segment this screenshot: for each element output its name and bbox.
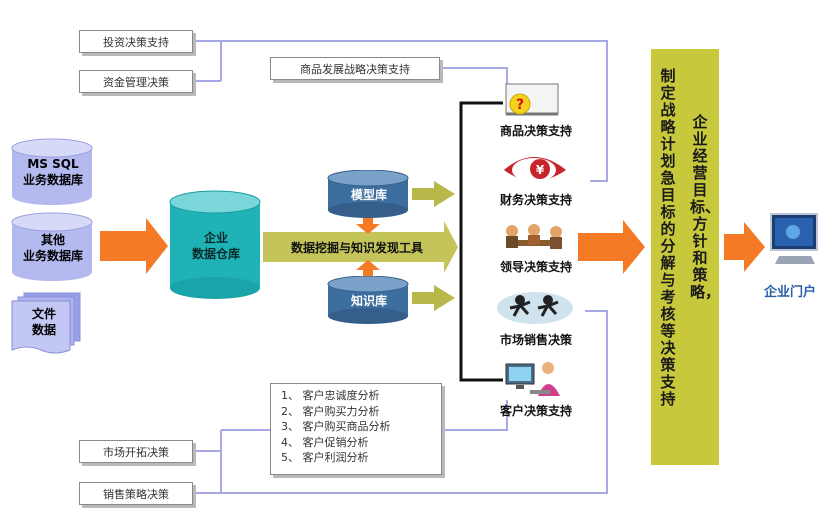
invest-decision-box: 投资决策支持 xyxy=(79,30,193,53)
file-stack-icon xyxy=(11,292,81,354)
decision-label-market-sales: 市场销售决策 xyxy=(499,333,572,347)
arrow-model-to-bracket xyxy=(412,181,455,207)
other-db-label: 其他 业务数据库 xyxy=(22,233,83,263)
portal-label: 企业门户 xyxy=(763,285,816,300)
decision-label-product: 商品决策支持 xyxy=(499,124,572,138)
mssql-db-label: MS SQL 业务数据库 xyxy=(22,157,83,187)
decision-label-leadership: 领导决策支持 xyxy=(499,260,572,274)
mssql-db-cylinder xyxy=(11,138,93,205)
decision-label-finance: 财务决策支持 xyxy=(499,193,572,207)
analysis-item: 3、 客户购买商品分析 xyxy=(281,420,391,433)
decision-bracket xyxy=(459,101,503,382)
model-db-label: 模型库 xyxy=(350,188,387,202)
connector-invest xyxy=(193,40,608,182)
analysis-item: 1、 客户忠诚度分析 xyxy=(281,389,380,402)
connector-market-sales xyxy=(193,310,608,494)
customer-analysis-list: 1、 客户忠诚度分析 2、 客户购买力分析 3、 客户购买商品分析 4、 客户促… xyxy=(270,383,442,475)
svg-text:¥: ¥ xyxy=(536,163,545,177)
knowledge-db-cylinder xyxy=(327,276,409,324)
meeting-people-icon xyxy=(506,224,562,249)
strategy-column-left: 制定战略计划急目标的分解与考核等决策支持 xyxy=(660,67,676,408)
question-board-icon: ? xyxy=(505,83,559,116)
svg-text:?: ? xyxy=(516,97,524,113)
strategy-strip xyxy=(651,49,719,465)
strategy-column-right: 企业经营目标、方针和策略， xyxy=(690,113,721,301)
product-strategy-box: 商品发展战略决策支持 xyxy=(270,57,440,80)
mining-tool-label: 数据挖掘与知识发现工具 xyxy=(290,241,423,255)
computer-user-icon xyxy=(505,362,560,396)
arrow-decisions-to-strategy xyxy=(578,220,645,274)
arrow-model-down xyxy=(356,216,380,234)
analysis-item: 5、 客户利润分析 xyxy=(281,451,369,464)
arrow-knowledge-up xyxy=(356,260,380,279)
analysis-item: 4、 客户促销分析 xyxy=(281,435,369,449)
yen-coin-icon: ¥ xyxy=(504,157,566,182)
connector-product-strategy xyxy=(440,67,508,97)
decision-label-customer: 客户决策支持 xyxy=(499,404,572,418)
model-db-cylinder xyxy=(327,170,409,218)
capital-decision-box: 资金管理决策 xyxy=(79,70,193,93)
sales-strategy-box: 销售策略决策 xyxy=(79,482,193,505)
arrow-knowledge-to-bracket xyxy=(412,285,455,311)
mining-tool-arrow xyxy=(263,221,458,273)
arrow-strategy-to-portal xyxy=(724,222,765,272)
file-data-label: 文件 数据 xyxy=(31,307,56,337)
analysis-item: 2、 客户购买力分析 xyxy=(281,404,380,418)
other-db-cylinder xyxy=(11,212,93,281)
running-people-icon xyxy=(497,292,573,324)
warehouse-cylinder xyxy=(169,190,261,299)
market-expand-box: 市场开拓决策 xyxy=(79,440,193,463)
knowledge-db-label: 知识库 xyxy=(350,294,387,308)
arrow-sources-to-warehouse xyxy=(100,218,168,274)
portal-screen-icon xyxy=(770,213,818,264)
warehouse-label: 企业 数据仓库 xyxy=(191,231,240,261)
